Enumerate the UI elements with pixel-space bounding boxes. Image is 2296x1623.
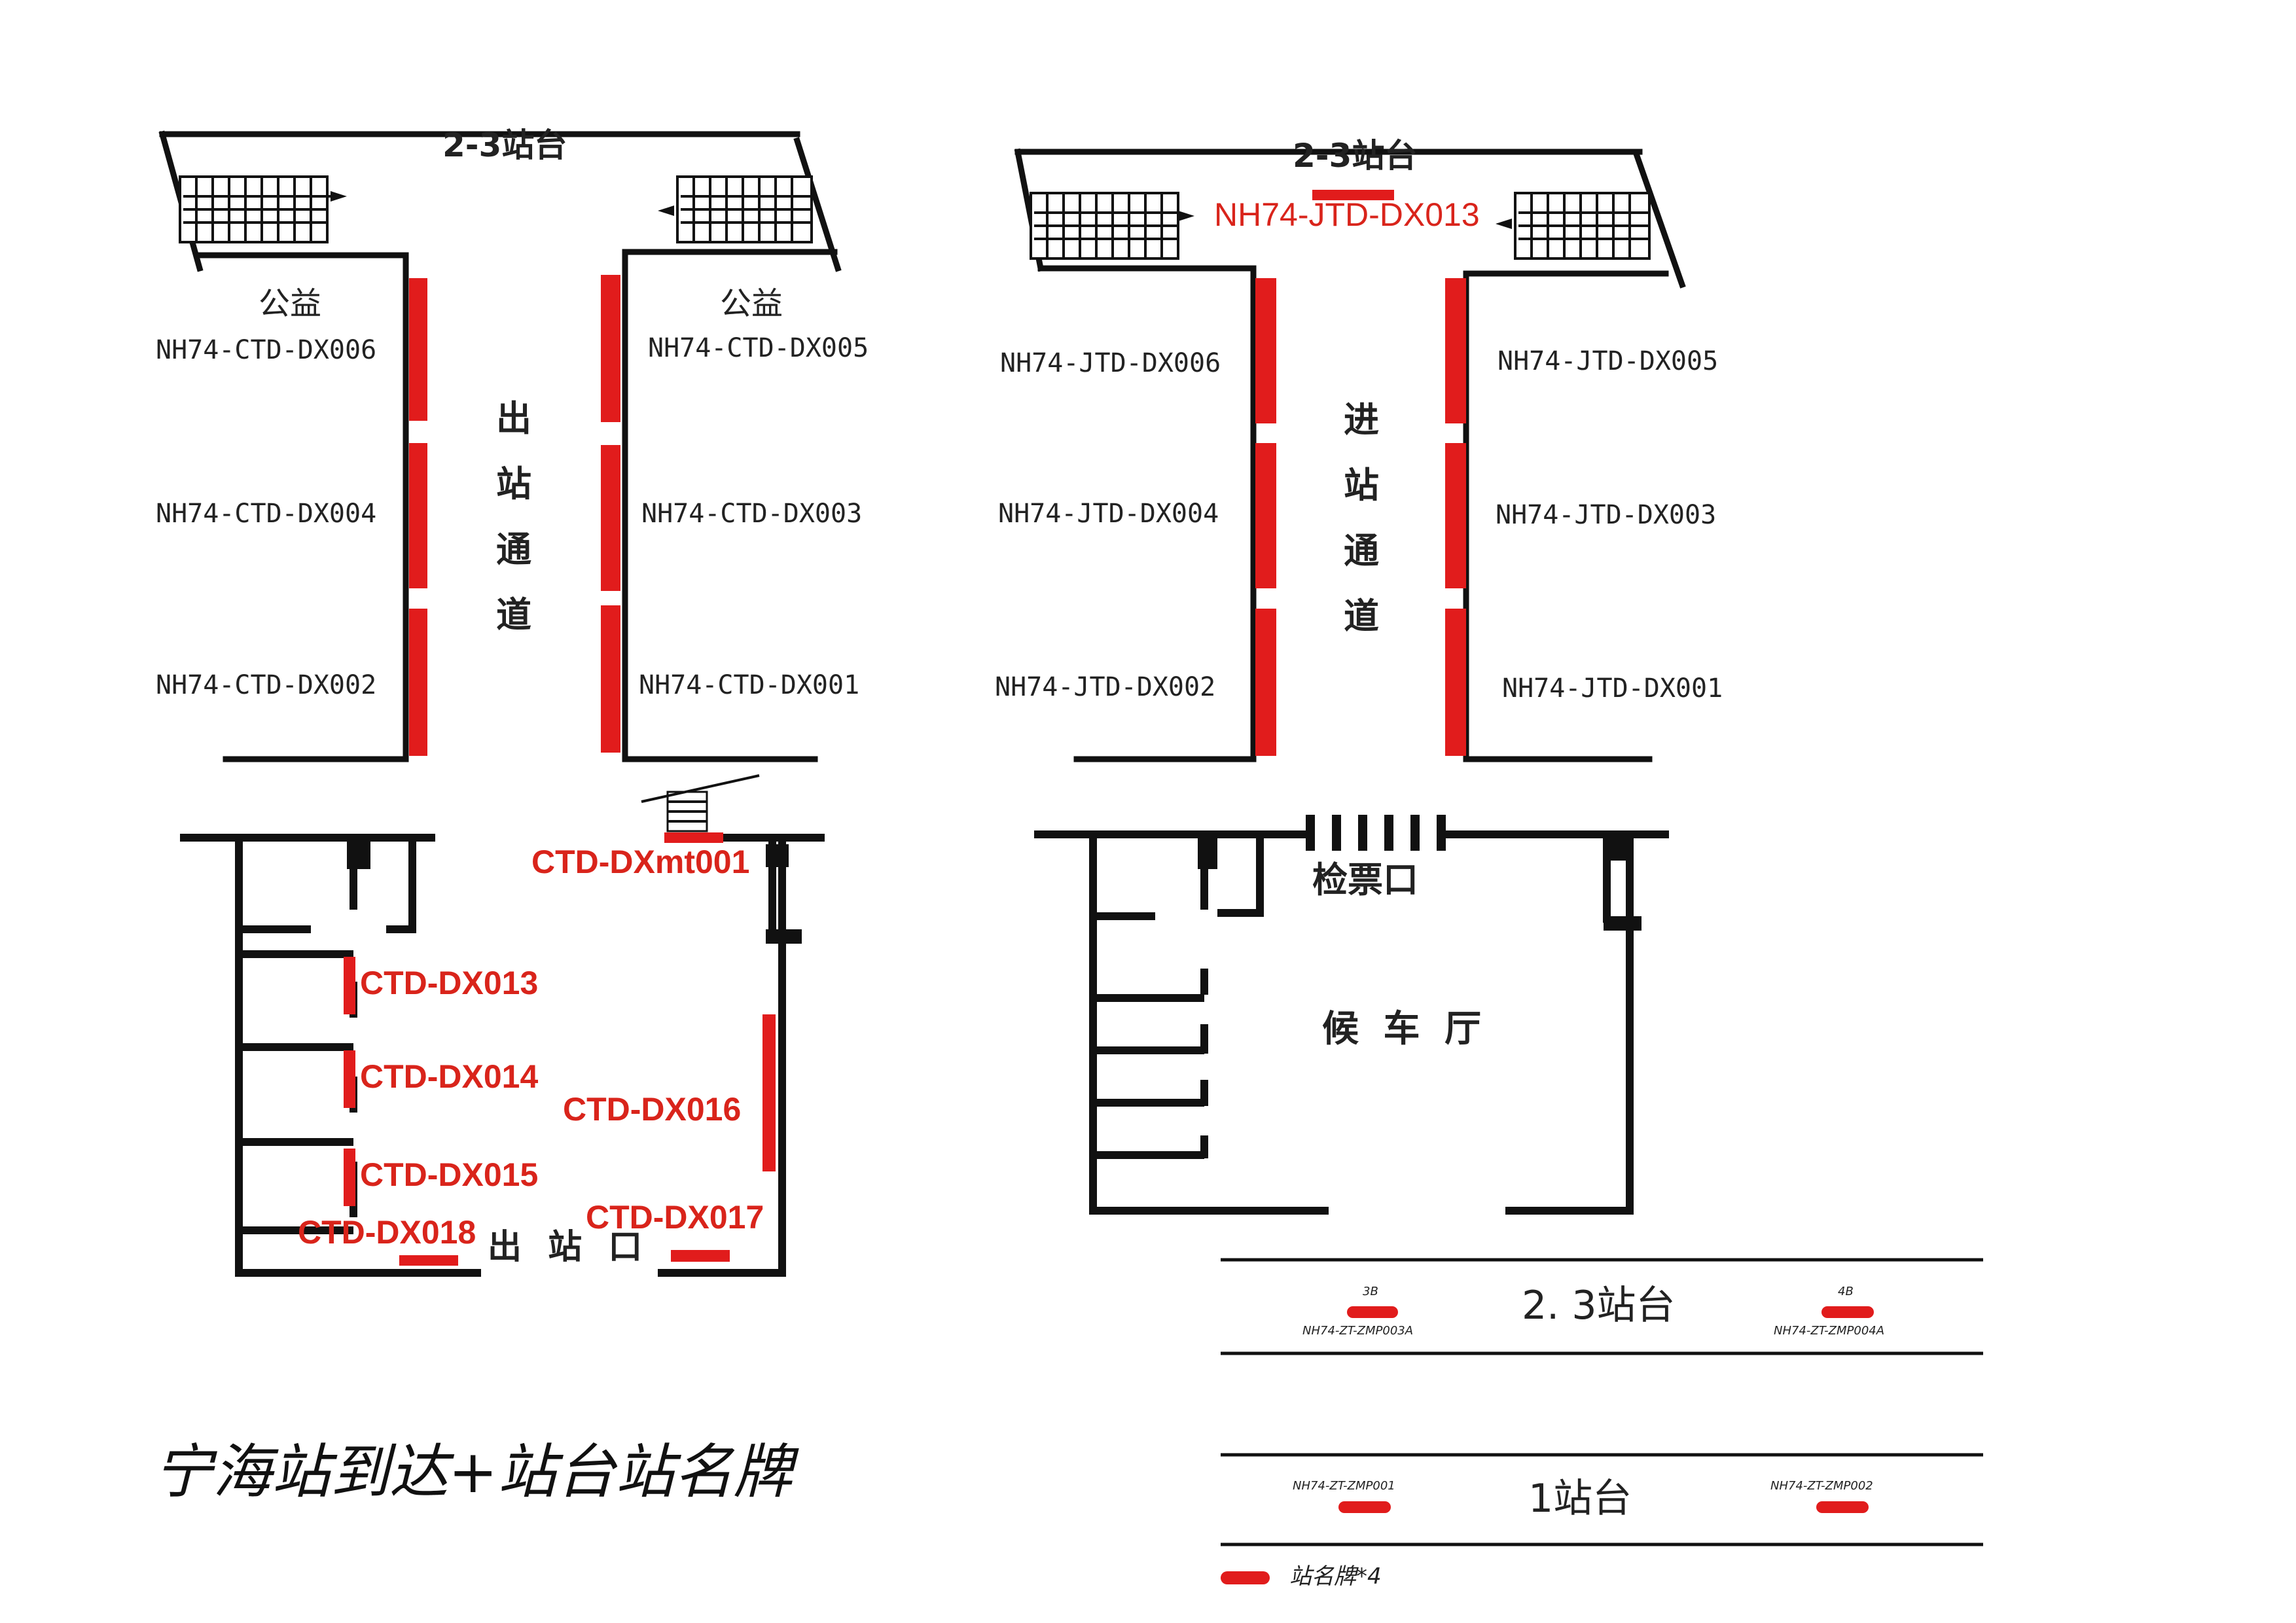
left-corridor-char-1: 出 <box>496 398 531 439</box>
left-code-dx016: CTD-DX016 <box>563 1091 742 1128</box>
left-code-dx005: NH74-CTD-DX005 <box>648 333 869 363</box>
stair-left-1 <box>179 175 347 243</box>
left-code-dx006: NH74-CTD-DX006 <box>156 335 377 365</box>
left-code-mt001: CTD-DXmt001 <box>531 844 750 880</box>
left-code-dx013: CTD-DX013 <box>360 965 539 1001</box>
platform-code-zmp003a: NH74-ZT-ZMP003A <box>1302 1324 1414 1338</box>
waiting-hall-label: 候 车 厅 <box>1322 1008 1481 1050</box>
right-corridor-char-2: 站 <box>1344 465 1379 506</box>
left-platform-label: 2-3站台 <box>442 126 567 164</box>
platform-tag-4b: 4B <box>1838 1285 1854 1298</box>
platform-name-lower: 1站台 <box>1528 1476 1632 1522</box>
right-platform-label: 2-3站台 <box>1293 137 1418 175</box>
platform-name-upper: 2. 3站台 <box>1522 1283 1676 1329</box>
left-exit-label: 出 站 口 <box>488 1228 643 1267</box>
platform-code-zmp004a: NH74-ZT-ZMP004A <box>1774 1324 1885 1338</box>
legend-label: 站名牌*4 <box>1289 1563 1382 1590</box>
left-gongyi-label-1: 公益 <box>259 285 322 322</box>
left-plan-walls <box>158 130 842 1277</box>
left-code-dx002: NH74-CTD-DX002 <box>156 670 377 700</box>
right-ad-panels <box>1255 190 1466 756</box>
right-code-dx003: NH74-JTD-DX003 <box>1496 500 1717 530</box>
right-corridor-char-4: 道 <box>1344 596 1379 637</box>
left-corridor-char-2: 站 <box>496 463 531 505</box>
right-code-dx004: NH74-JTD-DX004 <box>998 499 1219 529</box>
left-corridor-char-3: 通 <box>496 529 531 570</box>
right-code-dx006: NH74-JTD-DX006 <box>1000 348 1221 378</box>
left-code-dx003: NH74-CTD-DX003 <box>641 499 863 529</box>
left-code-dx001: NH74-CTD-DX001 <box>639 670 860 700</box>
left-code-dx014: CTD-DX014 <box>360 1058 539 1095</box>
platform-strips <box>1221 1258 1983 1584</box>
left-code-dx015: CTD-DX015 <box>360 1156 539 1193</box>
right-code-dx005: NH74-JTD-DX005 <box>1498 346 1719 376</box>
right-corridor-char-3: 通 <box>1344 530 1379 571</box>
right-plan-walls <box>1014 148 1686 1215</box>
platform-code-zmp002: NH74-ZT-ZMP002 <box>1770 1479 1873 1493</box>
left-code-dx004: NH74-CTD-DX004 <box>156 499 377 529</box>
right-corridor-char-1: 进 <box>1344 399 1379 440</box>
right-code-dx002: NH74-JTD-DX002 <box>995 672 1216 702</box>
stair-right-2 <box>1496 192 1651 260</box>
left-ad-panels <box>344 275 776 1266</box>
left-code-dx018: CTD-DX018 <box>298 1214 476 1251</box>
right-code-dx001: NH74-JTD-DX001 <box>1502 673 1723 704</box>
stair-right-1 <box>1030 192 1194 260</box>
left-gongyi-label-2: 公益 <box>720 285 783 322</box>
left-code-dx017: CTD-DX017 <box>586 1199 764 1236</box>
platform-code-zmp001: NH74-ZT-ZMP001 <box>1293 1479 1395 1493</box>
platform-tag-3b: 3B <box>1363 1285 1378 1298</box>
ticket-gate-label: 检票口 <box>1312 859 1418 901</box>
page-title: 宁海站到达+站台站名牌 <box>154 1438 793 1507</box>
stair-left-2 <box>658 175 813 243</box>
right-code-dx013: NH74-JTD-DX013 <box>1214 196 1480 233</box>
left-corridor-char-4: 道 <box>496 594 531 635</box>
